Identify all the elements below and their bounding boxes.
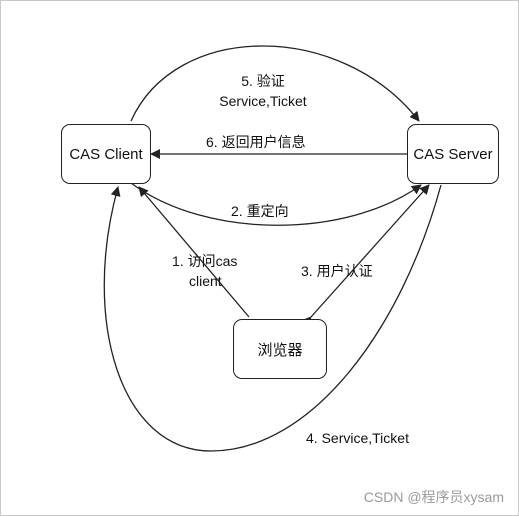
- edge-step5: [130, 45, 420, 122]
- node-cas-client-label: CAS Client: [69, 145, 143, 163]
- node-browser: 浏览器: [233, 319, 327, 379]
- label-step1: 1. 访问cas client: [172, 251, 237, 291]
- node-cas-client: CAS Client: [61, 124, 151, 184]
- edge-step3: [301, 184, 430, 328]
- node-cas-server-label: CAS Server: [413, 145, 493, 163]
- edge-step1: [138, 186, 250, 318]
- node-browser-label: 浏览器: [257, 341, 303, 359]
- watermark: CSDN @程序员xysam: [363, 489, 504, 505]
- label-step6: 6. 返回用户信息: [206, 134, 306, 150]
- label-step1-line1: 1. 访问cas: [172, 253, 238, 269]
- label-step2: 2. 重定向: [231, 203, 289, 219]
- label-step5: 5. 验证 Service,Ticket: [211, 71, 315, 111]
- label-step5-line1: 5. 验证: [241, 73, 285, 89]
- label-step4: 4. Service,Ticket: [306, 430, 409, 446]
- label-step3: 3. 用户认证: [301, 263, 373, 279]
- edge-step4: [103, 184, 442, 452]
- node-cas-server: CAS Server: [407, 124, 499, 184]
- label-step1-line2: client: [189, 273, 222, 289]
- label-step5-line2: Service,Ticket: [219, 93, 307, 109]
